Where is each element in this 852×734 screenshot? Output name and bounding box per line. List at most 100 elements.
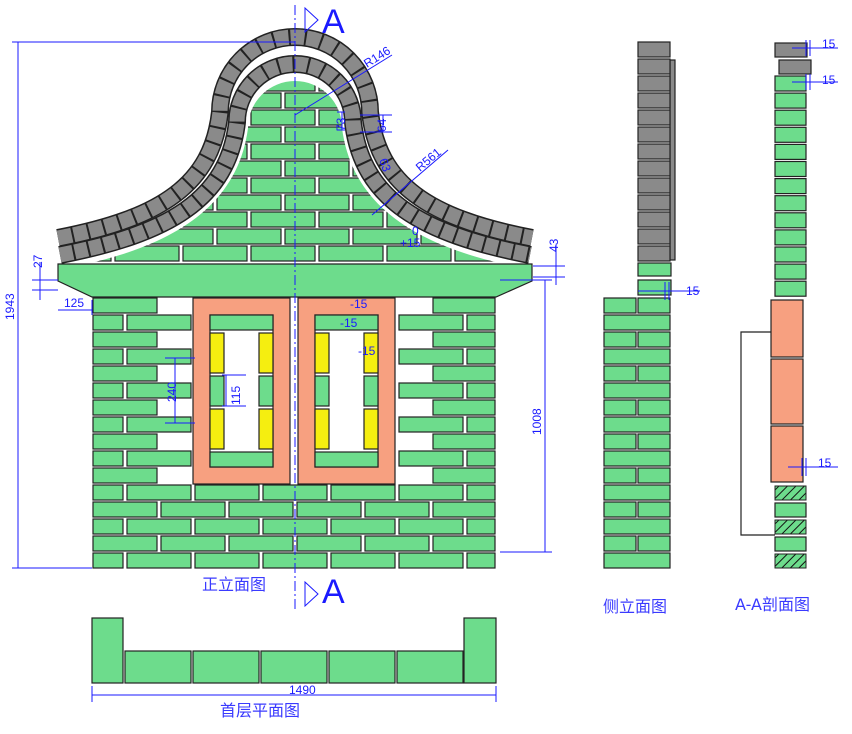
- brick: [92, 433, 158, 450]
- brick: [216, 228, 282, 245]
- brick: [92, 297, 158, 314]
- brick: [398, 314, 464, 331]
- window-lintel: [209, 314, 274, 331]
- brick: [603, 348, 671, 365]
- stone-block: [637, 58, 671, 75]
- dim-63: 63: [376, 156, 394, 174]
- brick: [386, 245, 452, 262]
- window-bar: [258, 408, 274, 450]
- brick: [774, 280, 807, 297]
- title-section: A-A剖面图: [735, 595, 810, 614]
- dim-1008: 1008: [530, 408, 544, 435]
- window-bar: [363, 332, 379, 374]
- wall-brickwork: [92, 297, 496, 569]
- brick: [284, 194, 350, 211]
- brick: [396, 650, 464, 684]
- brick: [432, 331, 496, 348]
- brick: [182, 245, 248, 262]
- brick: [603, 552, 671, 569]
- brick: [126, 450, 192, 467]
- brick: [92, 314, 124, 331]
- brick: [364, 501, 430, 518]
- brick: [774, 246, 807, 263]
- window-bar: [209, 408, 225, 450]
- brick: [603, 518, 671, 535]
- brick: [637, 535, 671, 552]
- brick: [488, 194, 504, 211]
- brick: [432, 501, 496, 518]
- brick: [228, 535, 294, 552]
- brick: [466, 484, 496, 501]
- brick: [637, 365, 671, 382]
- brick: [466, 416, 496, 433]
- brick: [488, 160, 504, 177]
- section-arrow-icon: [304, 6, 319, 34]
- brick: [603, 501, 637, 518]
- brick: [330, 552, 396, 569]
- brick: [86, 81, 112, 92]
- window-bar: [258, 375, 274, 407]
- brick: [126, 348, 192, 365]
- brick: [466, 348, 496, 365]
- brick: [432, 433, 496, 450]
- window-bar: [209, 375, 225, 407]
- title-plan: 首层平面图: [220, 701, 300, 720]
- title-front-elevation: 正立面图: [202, 575, 266, 594]
- brick: [432, 297, 496, 314]
- brick: [126, 382, 192, 399]
- window-bar: [314, 375, 330, 407]
- brick: [330, 484, 396, 501]
- window-sill: [314, 451, 379, 468]
- stone-block: [637, 177, 671, 194]
- brick: [398, 348, 464, 365]
- brick: [420, 92, 486, 109]
- brick: [466, 314, 496, 331]
- brick: [92, 484, 124, 501]
- brick: [398, 416, 464, 433]
- brick: [774, 212, 807, 229]
- brick: [364, 535, 430, 552]
- brick: [386, 109, 452, 126]
- brick: [637, 297, 671, 314]
- brick: [637, 331, 671, 348]
- brick: [92, 501, 158, 518]
- brick: [86, 92, 146, 109]
- brick: [432, 365, 496, 382]
- window-bar: [363, 408, 379, 450]
- dim-1943: 1943: [3, 293, 17, 320]
- brick: [92, 552, 124, 569]
- brick: [488, 126, 504, 143]
- brick: [432, 535, 496, 552]
- brick: [126, 484, 192, 501]
- brick: [260, 650, 328, 684]
- brick: [774, 109, 807, 126]
- brick: [126, 314, 192, 331]
- brick: [92, 348, 124, 365]
- brick: [603, 314, 671, 331]
- brick: [92, 331, 158, 348]
- stone-block: [637, 75, 671, 92]
- brick: [774, 178, 807, 195]
- section-marker-top: A: [322, 3, 345, 41]
- stone-block: [637, 109, 671, 126]
- brick: [92, 535, 158, 552]
- dim-minus15-b: -15: [340, 316, 358, 330]
- brick: [352, 228, 418, 245]
- section-marker-bottom: A: [322, 573, 345, 611]
- brick: [126, 518, 192, 535]
- stone-block: [637, 92, 671, 109]
- dim-section-15-a: 15: [822, 37, 836, 51]
- brick: [398, 382, 464, 399]
- brick: [92, 365, 158, 382]
- brick: [603, 467, 637, 484]
- brick: [114, 81, 180, 92]
- dim-section-15-b: 15: [822, 73, 836, 87]
- window-sill: [209, 451, 274, 468]
- window-bar: [258, 332, 274, 374]
- brick: [774, 263, 807, 280]
- dim-0: 0: [412, 224, 419, 238]
- brick: [160, 535, 226, 552]
- brick: [637, 399, 671, 416]
- brick: [92, 416, 124, 433]
- stone-block: [637, 126, 671, 143]
